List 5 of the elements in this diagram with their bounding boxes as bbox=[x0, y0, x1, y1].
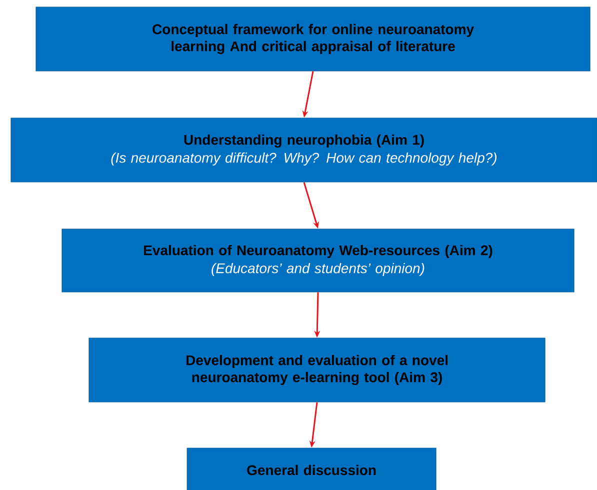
process-box: Conceptual framework for online neuroanatomy learning And critical appraisal of literature bbox=[36, 6, 590, 72]
process-box: General discussion bbox=[186, 448, 436, 490]
process-box: Development and evaluation of a novel neuroanatomy e-learning tool (Aim 3) bbox=[88, 338, 546, 402]
process-box: Evaluation of Neuroanatomy Web-resources (Aim 2) (Educators’ and students’ opinion) bbox=[62, 228, 574, 292]
process-box: Understanding neurophobia (Aim 1) (Is neuroanatomy difficult? Why? How can technology help?) bbox=[10, 118, 597, 182]
